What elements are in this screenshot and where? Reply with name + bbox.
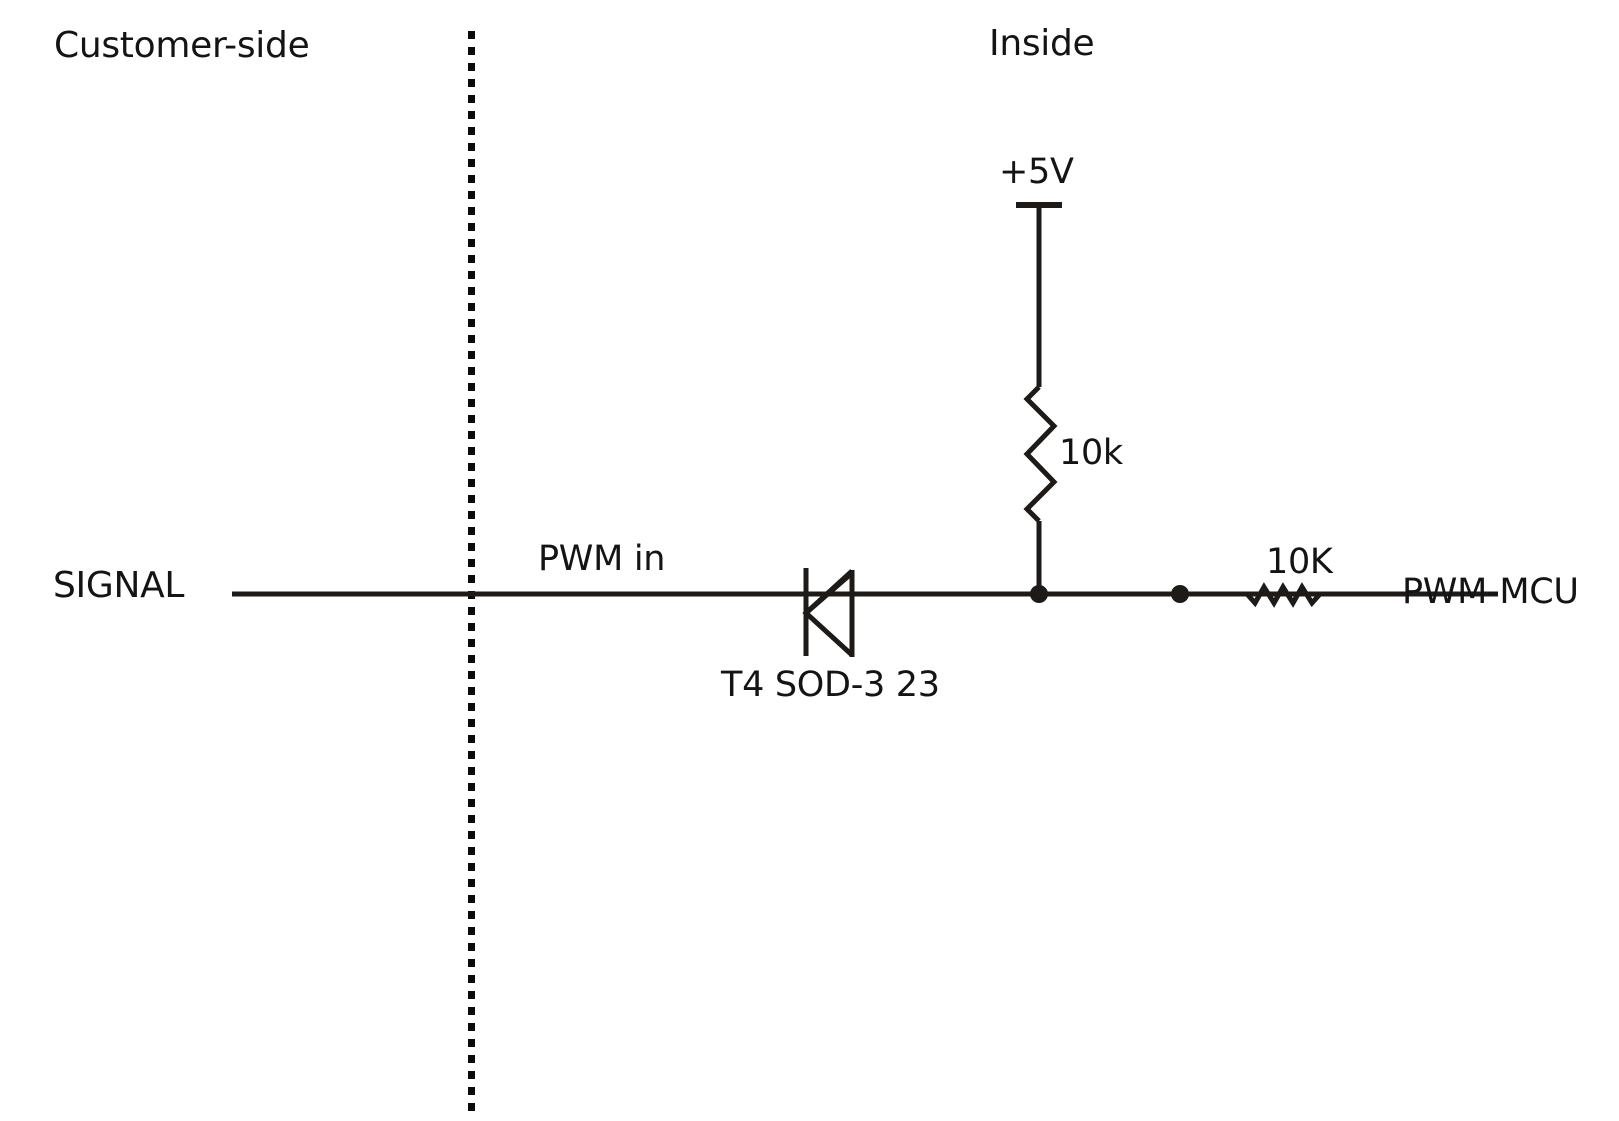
pullup-resistor-icon xyxy=(1023,385,1058,523)
signal-label: SIGNAL xyxy=(53,565,185,606)
supply-label: +5V xyxy=(999,152,1074,192)
series-resistor-icon xyxy=(1245,582,1322,608)
diode-part-label: T4 SOD-3 23 xyxy=(721,665,940,705)
region-label-customer-side: Customer-side xyxy=(54,25,310,66)
pwm-mcu-label: PWM-MCU xyxy=(1402,572,1579,612)
series-resistor-label: 10K xyxy=(1266,542,1333,582)
region-label-inside: Inside xyxy=(989,23,1095,64)
pullup-resistor-label: 10k xyxy=(1059,433,1123,473)
junction-dot xyxy=(1030,585,1048,603)
diode-icon xyxy=(802,568,855,657)
pwm-in-label: PWM in xyxy=(538,539,666,579)
junction-dot xyxy=(1171,585,1189,603)
resistor-gap-mask xyxy=(1249,590,1318,598)
